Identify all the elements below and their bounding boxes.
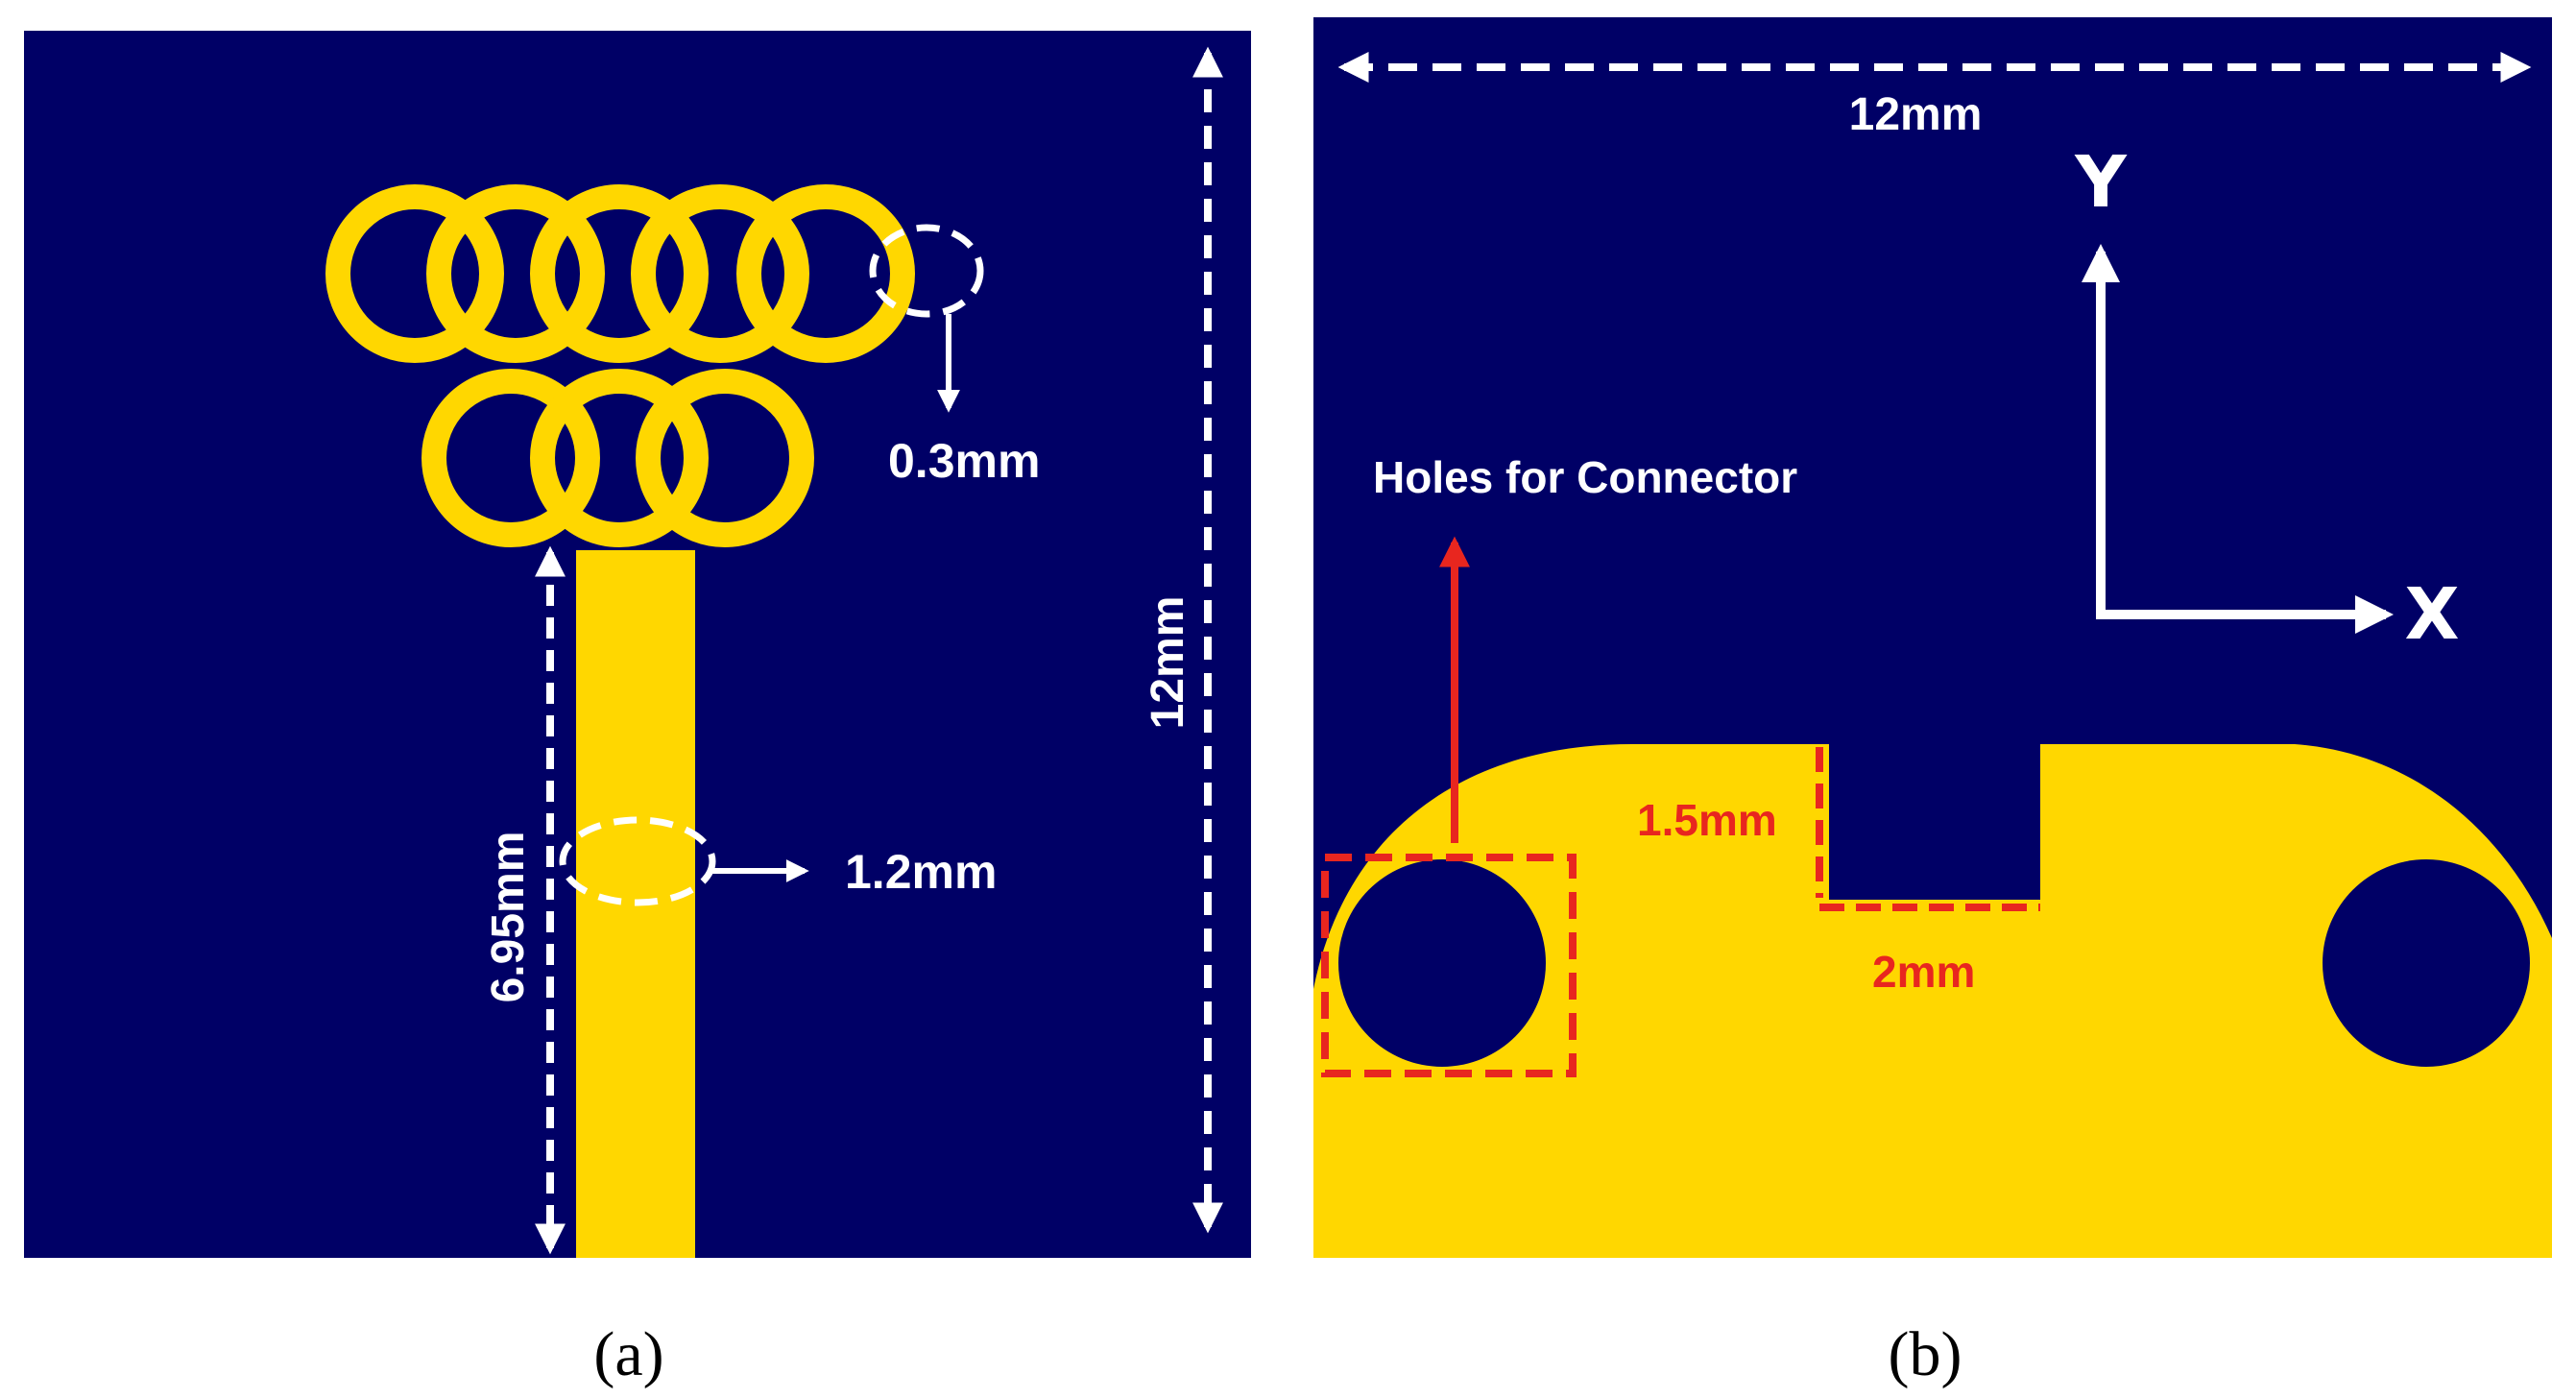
panel-a: 0.3mm 1.2mm 6.95mm 12mm (a) xyxy=(24,31,1251,1389)
ring xyxy=(631,184,809,363)
ring xyxy=(530,184,709,363)
panel-b: 12mm Y X Holes for Connector 1.5mm 2mm (… xyxy=(1313,17,2552,1389)
panel-b-caption: (b) xyxy=(1889,1319,1962,1389)
connector-hole-left xyxy=(1338,859,1546,1067)
ring xyxy=(636,369,814,547)
width-label: 12mm xyxy=(1849,89,1983,140)
slot-width-label: 2mm xyxy=(1872,947,1975,997)
axis-y-label: Y xyxy=(2074,141,2128,224)
holes-label: Holes for Connector xyxy=(1373,452,1797,502)
height-label: 12mm xyxy=(1143,596,1193,730)
ring-array xyxy=(325,184,915,547)
feed-length-label: 6.95mm xyxy=(483,832,534,1003)
ring xyxy=(426,184,605,363)
ring xyxy=(736,184,915,363)
slot-depth-label: 1.5mm xyxy=(1637,795,1777,845)
axis-x-label: X xyxy=(2404,573,2459,656)
panel-a-caption: (a) xyxy=(593,1319,663,1389)
ring xyxy=(421,369,600,547)
ring xyxy=(530,369,709,547)
holes-highlight-box xyxy=(1321,854,1577,1077)
ring-width-marker xyxy=(869,224,984,318)
connector-hole-right xyxy=(2323,859,2530,1067)
feed-width-label: 1.2mm xyxy=(845,845,997,899)
ring-width-label: 0.3mm xyxy=(888,434,1040,488)
ring xyxy=(325,184,504,363)
ground-plane xyxy=(1313,744,2552,1258)
